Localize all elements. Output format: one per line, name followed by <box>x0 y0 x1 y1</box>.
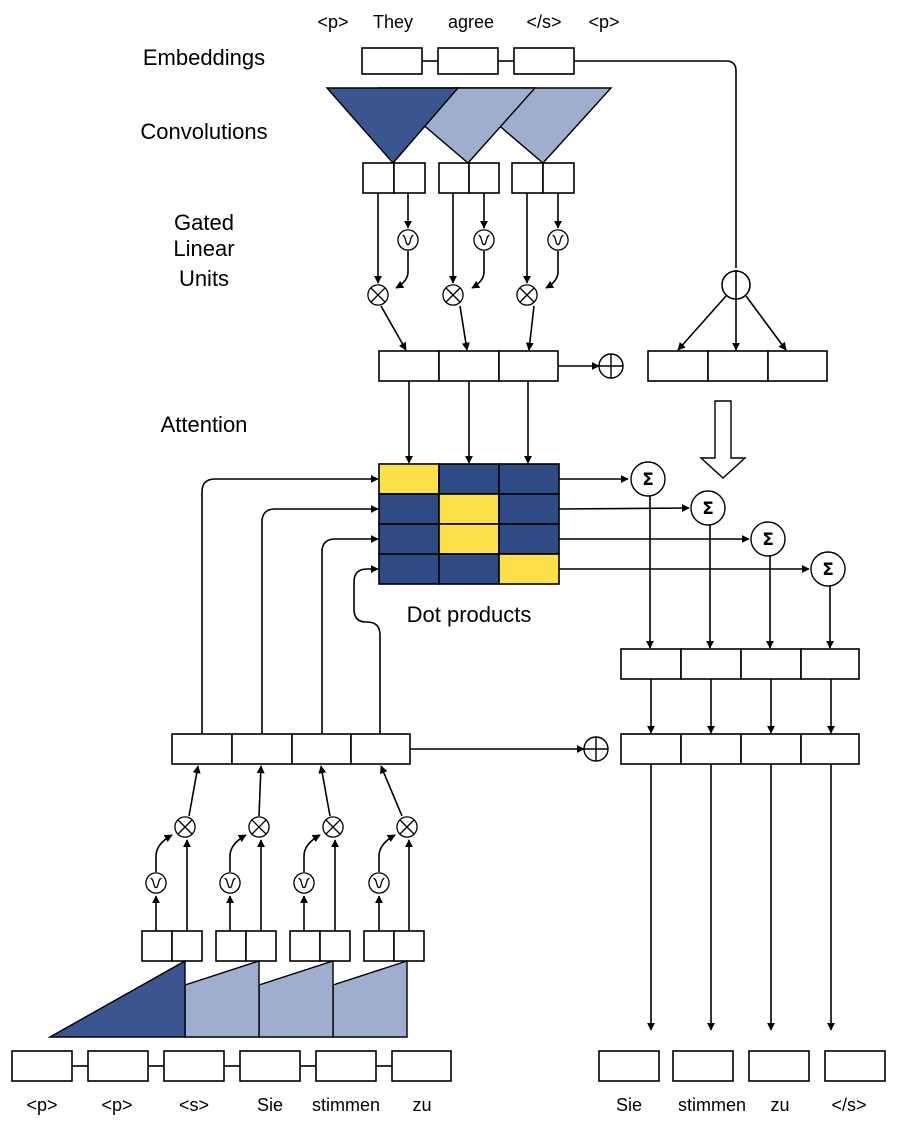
glu-label-line2: Linear <box>173 236 234 261</box>
context-vectors <box>620 648 860 680</box>
convolutions-label: Convolutions <box>140 119 267 144</box>
attention-cell <box>498 523 560 555</box>
output-token: </s> <box>831 1095 866 1115</box>
attention-matrix <box>378 463 560 585</box>
multiply-icon <box>322 816 344 838</box>
embedding-box <box>437 47 499 75</box>
encoder-convolutions <box>325 87 613 165</box>
attention-cell <box>378 523 440 555</box>
multiply-icon <box>516 284 538 306</box>
sigmoid-icon <box>293 872 315 894</box>
glu-label-line1: Gated <box>174 210 234 235</box>
source-token: </s> <box>526 12 561 32</box>
embeddings-label: Embeddings <box>143 45 265 70</box>
attention-cell <box>438 493 500 525</box>
sigmoid-icon <box>473 229 495 251</box>
encoder-embeddings <box>361 47 575 75</box>
decoder-embeddings <box>11 1050 452 1082</box>
residual-connection-line <box>574 60 737 268</box>
source-tokens: <p> They agree </s> <p> <box>317 12 619 32</box>
plus-icon <box>598 353 624 379</box>
decoder-input-tokens: <p> <p> <s> Sie stimmen zu <box>26 1095 431 1115</box>
decoder-input-token: <s> <box>179 1095 209 1115</box>
decoder-input-token: Sie <box>257 1095 283 1115</box>
sum-icon <box>810 551 846 587</box>
attention-cell <box>498 463 560 495</box>
svg-text:Σ: Σ <box>702 499 714 519</box>
output-token: stimmen <box>678 1095 746 1115</box>
output-tokens: Sie stimmen zu </s> <box>616 1095 867 1115</box>
multiply-icon <box>367 284 389 306</box>
attention-cell <box>438 553 500 585</box>
output-token: Sie <box>616 1095 642 1115</box>
conv-filter-light <box>184 960 260 1038</box>
decoder-states <box>171 733 411 765</box>
multiply-icon <box>248 816 270 838</box>
attention-label: Attention <box>161 412 248 437</box>
output-token: zu <box>770 1095 789 1115</box>
sum-icon <box>630 461 666 497</box>
decoder-input-token: stimmen <box>312 1095 380 1115</box>
sigmoid-icon <box>219 872 241 894</box>
output-boxes <box>598 1050 886 1082</box>
embedding-box <box>513 47 575 75</box>
svg-text:Σ: Σ <box>762 530 774 550</box>
attention-cell <box>498 553 560 585</box>
dot-products-label: Dot products <box>407 602 532 627</box>
encoder-conv-outputs <box>362 162 575 194</box>
multiply-icon <box>174 816 196 838</box>
attention-cell <box>438 523 500 555</box>
attention-cell <box>378 493 440 525</box>
attention-cell <box>438 463 500 495</box>
svg-text:Σ: Σ <box>822 560 834 580</box>
sum-nodes: Σ Σ Σ Σ <box>630 461 846 587</box>
sigmoid-icon <box>145 872 167 894</box>
sum-icon <box>750 521 786 557</box>
sigmoid-icon <box>397 229 419 251</box>
multiply-icon <box>396 816 418 838</box>
combined-vectors <box>620 733 860 765</box>
hollow-down-arrow-icon <box>699 400 747 479</box>
decoder-conv-outputs <box>141 930 425 962</box>
decoder-input-token: <p> <box>26 1095 57 1115</box>
embedding-box <box>361 47 423 75</box>
source-token: They <box>373 12 413 32</box>
conv-filter-dark <box>47 959 186 1038</box>
glu-label-line3: Units <box>179 266 229 291</box>
attention-cell <box>378 553 440 585</box>
sum-icon <box>690 490 726 526</box>
decoder-input-token: <p> <box>101 1095 132 1115</box>
source-token: <p> <box>317 12 348 32</box>
multiply-icon <box>442 284 464 306</box>
encoder-glu <box>367 193 569 351</box>
conv-filter-dark <box>325 87 460 165</box>
attention-cell <box>498 493 560 525</box>
sigmoid-icon <box>368 872 390 894</box>
plus-icon <box>583 736 609 762</box>
decoder-input-token: zu <box>412 1095 431 1115</box>
conv-filter-light <box>332 960 408 1038</box>
attention-cell <box>378 463 440 495</box>
decoder-convolutions <box>47 959 408 1038</box>
source-token: <p> <box>588 12 619 32</box>
source-token: agree <box>448 12 494 32</box>
conv-filter-light <box>258 960 334 1038</box>
decoder-glu <box>145 765 418 931</box>
encoder-output-plus-embeddings <box>647 350 828 382</box>
svg-text:Σ: Σ <box>642 470 654 490</box>
encoder-outputs <box>378 350 559 382</box>
sigmoid-icon <box>547 229 569 251</box>
